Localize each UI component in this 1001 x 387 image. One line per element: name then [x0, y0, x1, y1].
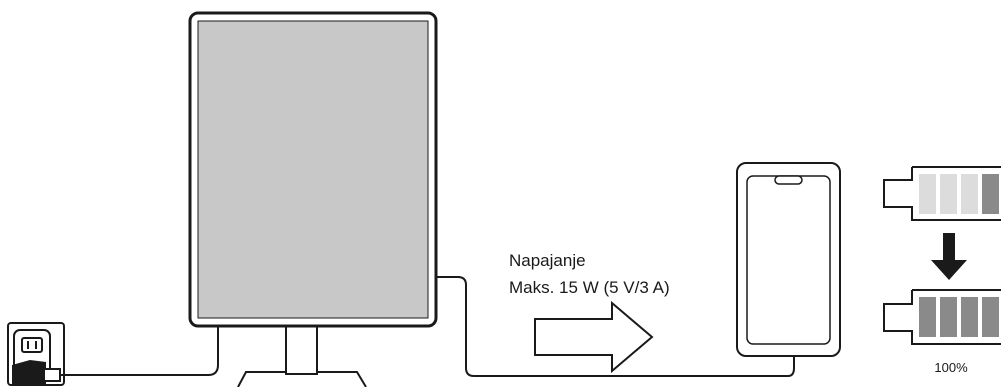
- arrow-down-icon: [931, 233, 967, 280]
- usb-cable: [436, 276, 795, 377]
- battery-full-segment: [940, 297, 957, 337]
- wall-outlet-icon: [7, 322, 65, 386]
- battery-full-segment: [961, 297, 978, 337]
- battery-low-segment: [961, 174, 978, 214]
- battery-low-icon: [883, 166, 1001, 221]
- battery-low-segment: [982, 174, 999, 214]
- power-label-line2: Maks. 15 W (5 V/3 A): [509, 278, 670, 297]
- arrow-right-icon: [534, 300, 654, 374]
- power-cable: [60, 325, 219, 376]
- power-label-line1: Napajanje: [509, 251, 586, 270]
- monitor-icon: [188, 11, 438, 387]
- battery-full-segment: [919, 297, 936, 337]
- battery-low-segment: [940, 174, 957, 214]
- battery-percent-label: 100%: [934, 360, 968, 375]
- smartphone-icon: [736, 162, 841, 357]
- battery-full-icon: [883, 289, 1001, 345]
- battery-low-segment: [919, 174, 936, 214]
- battery-full-segment: [982, 297, 999, 337]
